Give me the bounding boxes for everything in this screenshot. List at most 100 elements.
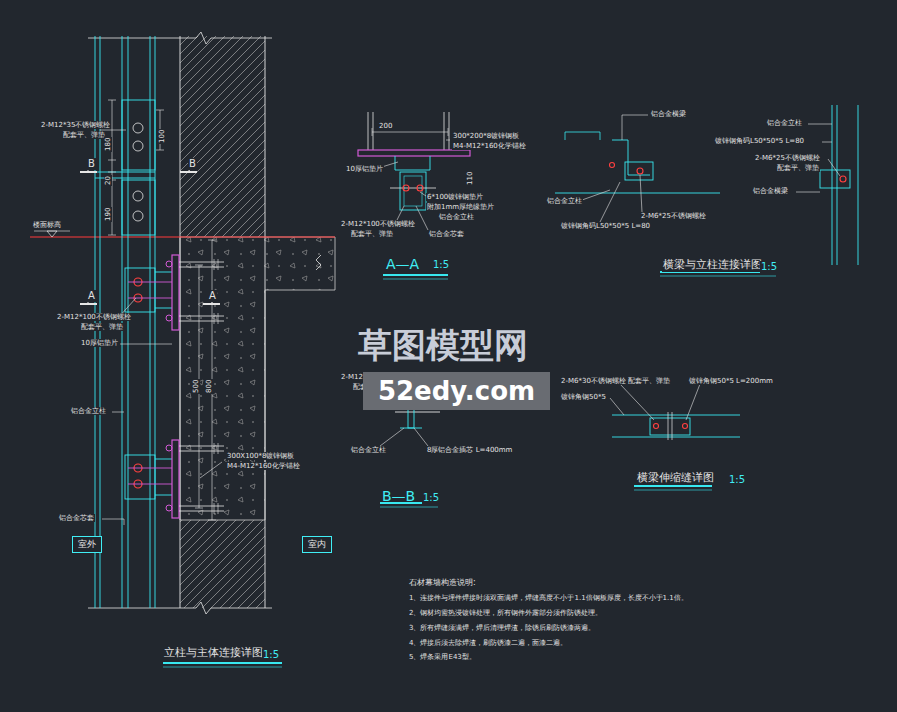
title-underline bbox=[163, 667, 282, 668]
callout-label: 100 bbox=[158, 129, 166, 144]
wall-structure bbox=[88, 32, 335, 614]
embed-plate-anchors bbox=[172, 255, 179, 330]
leader-lines bbox=[102, 519, 124, 525]
callout-label: M4-M12*160化学锚栓 bbox=[452, 142, 527, 150]
drawing-title: 横梁伸缩缝详图 bbox=[636, 472, 715, 485]
expansion-joint-figure bbox=[683, 424, 688, 429]
callout-label: 6*100镀锌钢垫片 bbox=[426, 193, 484, 201]
callout-label: 铝合金立柱 bbox=[70, 407, 107, 415]
section-aa-figure bbox=[395, 156, 430, 170]
callout-label: 石材幕墙构造说明: bbox=[408, 578, 477, 587]
callout-label: 180 bbox=[104, 137, 112, 152]
callout-label: 3、所有焊缝须满焊，焊后清理焊渣，除锈后刷防锈漆两遍。 bbox=[408, 624, 596, 632]
beam-mullion-figure bbox=[622, 115, 648, 140]
callout-label: 2-M12*35不锈钢螺栓 bbox=[40, 121, 111, 129]
section-aa-figure bbox=[403, 185, 409, 191]
callout-label: 铝合金立柱 bbox=[766, 119, 803, 127]
drawing-title: A—A bbox=[386, 256, 419, 272]
watermark-band: 52edy.com bbox=[363, 372, 550, 410]
connection-bolts bbox=[128, 282, 172, 484]
expansion-joint-figure bbox=[634, 490, 712, 491]
beam-mullion-figure bbox=[660, 276, 776, 277]
callout-label: 2-M12*100不锈钢螺栓 bbox=[56, 313, 132, 321]
side-tag-box: 室外 bbox=[72, 536, 102, 553]
embed-plate-anchors bbox=[179, 262, 224, 511]
wall-structure bbox=[180, 36, 265, 237]
wall-structure bbox=[180, 520, 265, 608]
callout-label: 镀锌角钢50*5 L=200mm bbox=[688, 377, 774, 385]
drawing-title: 立柱与主体连接详图 bbox=[163, 647, 264, 660]
beam-mullion-figure bbox=[582, 175, 642, 222]
callout-label: 5、焊条采用E43型。 bbox=[408, 653, 477, 661]
connection-bolts bbox=[133, 191, 143, 201]
wall-structure bbox=[88, 602, 272, 614]
drawing-title: 1:5 bbox=[432, 259, 450, 271]
floor-level-line bbox=[47, 231, 57, 237]
callout-label: 4、焊接后须去除焊渣，刷防锈漆二遍，面漆二遍。 bbox=[408, 639, 568, 647]
section-marks bbox=[88, 167, 212, 304]
floor-level-line bbox=[34, 231, 70, 232]
dimension-lines bbox=[108, 100, 216, 520]
beam-mullion-figure bbox=[625, 162, 653, 180]
callout-label: 500 bbox=[192, 379, 200, 394]
callout-label: 2-M12*100不锈钢螺栓 bbox=[340, 220, 416, 228]
callout-label: 1、连接件与埋件焊接时须双面满焊，焊缝高度不小于1.1倍钢板厚度，长度不小于1.… bbox=[408, 594, 689, 602]
callout-label: 铝合金横梁 bbox=[650, 110, 687, 118]
connection-bolts bbox=[128, 123, 172, 488]
mullion-profile bbox=[125, 455, 155, 499]
callout-label: 300X100*8镀锌钢板 bbox=[226, 452, 295, 460]
beam-mullion-figure bbox=[555, 193, 720, 194]
callout-label: 镀锌钢角码L50*50*5 L=80 bbox=[560, 222, 651, 230]
floor-level-line bbox=[30, 231, 335, 237]
beam-mullion-figure bbox=[610, 163, 615, 168]
callout-label: 200 bbox=[378, 122, 393, 130]
mullion-side-figure bbox=[820, 170, 850, 188]
watermark: 草图模型网 bbox=[358, 326, 528, 365]
callout-label: 铝合金立柱 bbox=[546, 197, 583, 205]
embed-plate-anchors bbox=[166, 315, 172, 321]
title-underline bbox=[163, 663, 282, 667]
callout-label: 铝合金立柱 bbox=[438, 213, 475, 221]
mullion-side-figure bbox=[832, 105, 858, 265]
floor-level-line bbox=[30, 236, 335, 237]
expansion-joint-figure bbox=[612, 415, 740, 437]
callout-label: 10厚铝垫片 bbox=[80, 339, 119, 347]
mullion-profile bbox=[155, 272, 172, 495]
wall-structure bbox=[180, 36, 181, 608]
drawing-title: 1:5 bbox=[262, 649, 280, 661]
callout-label: 配套平、弹垫 bbox=[350, 230, 394, 238]
section-aa-figure bbox=[390, 188, 436, 189]
drawing-title: 1:5 bbox=[728, 474, 746, 486]
section-aa-figure bbox=[358, 150, 470, 156]
callout-label: 配套平、弹垫 bbox=[776, 164, 820, 172]
section-aa-figure bbox=[400, 172, 426, 210]
drawing-title: 1:5 bbox=[760, 261, 778, 273]
section-aa-figure bbox=[383, 279, 448, 280]
title-underline bbox=[163, 662, 282, 664]
leader-lines bbox=[200, 462, 222, 478]
leader-lines bbox=[112, 412, 124, 413]
section-marks bbox=[80, 167, 220, 304]
callout-label: 铝合金芯套 bbox=[58, 514, 95, 522]
mullion-side-figure bbox=[840, 176, 846, 182]
section-bb-figure bbox=[380, 507, 438, 508]
box-text: 室外 bbox=[78, 538, 96, 551]
box-text: 室内 bbox=[308, 538, 326, 551]
mullion-profile bbox=[150, 36, 151, 608]
callout-label: 镀锌钢角码L50*50*5 L=80 bbox=[714, 137, 805, 145]
callout-label: 110 bbox=[466, 171, 474, 186]
drawing-title: A bbox=[208, 290, 217, 302]
side-tag-box: 室内 bbox=[302, 536, 332, 553]
callout-label: 铝合金立柱 bbox=[350, 446, 387, 454]
expansion-joint-figure bbox=[634, 485, 712, 487]
embed-plate-anchors bbox=[166, 505, 172, 511]
wall-structure bbox=[88, 32, 272, 44]
callout-label: 2-M6*30不锈钢螺栓 配套平、弹垫 bbox=[560, 377, 671, 385]
expansion-joint-figure bbox=[654, 424, 659, 429]
embed-plate-anchors bbox=[166, 261, 172, 267]
callout-label: 300*200*8镀锌钢板 bbox=[452, 132, 520, 140]
section-aa-figure bbox=[417, 185, 423, 191]
callout-label: 190 bbox=[104, 207, 112, 222]
